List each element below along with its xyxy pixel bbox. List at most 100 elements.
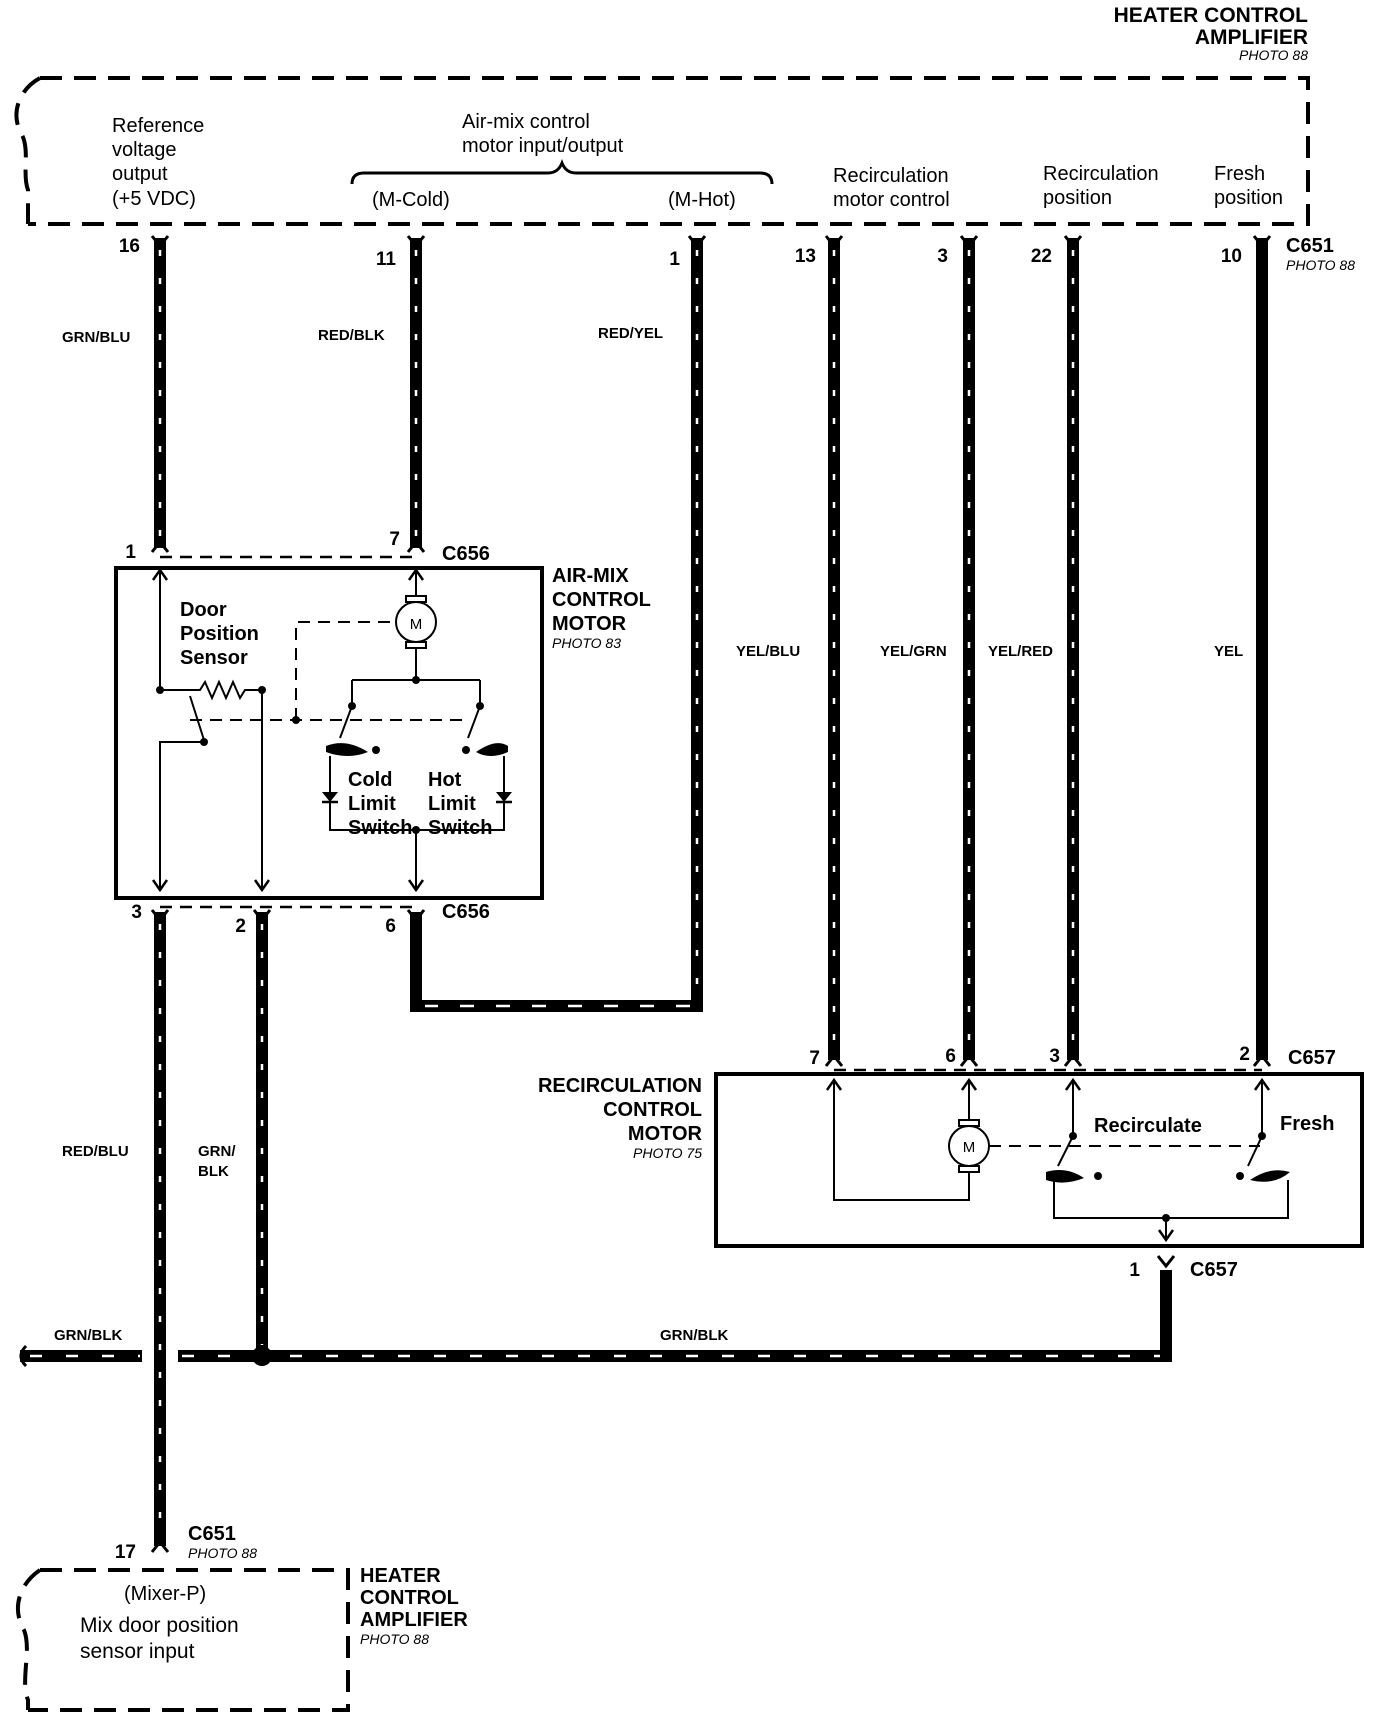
recirc-internal-circuit [825,1077,1290,1243]
c656-top-connector: C656 [442,543,490,565]
fresh-pos-line2: position [1214,187,1283,209]
mix-sensor-line2: sensor input [80,1640,195,1663]
c651-bottom-photo: PHOTO 88 [188,1545,257,1561]
yel-blu-label: YEL/BLU [736,643,800,660]
recirc-photo: PHOTO 75 [633,1145,702,1161]
m-cold-label: (M-Cold) [372,189,450,211]
c651-pin-3: 3 [937,246,948,267]
m-hot-label: (M-Hot) [668,189,736,211]
c651-top-connector: C651 [1286,235,1334,257]
door-sensor-line3: Sensor [180,647,248,669]
hot-switch-line1: Hot [428,769,462,791]
recirc-title-1: RECIRCULATION [538,1075,702,1097]
c656-pin-3: 3 [131,902,142,923]
cold-switch-line1: Cold [348,769,392,791]
recirc-title-3: MOTOR [628,1123,703,1145]
airmix-motor-box [114,566,544,900]
c651-pin-10: 10 [1221,246,1242,267]
hot-switch-line3: Switch [428,817,492,839]
grn-blk-vertical-line1: GRN/ [198,1143,236,1160]
recirc-pos-line2: position [1043,187,1112,209]
c657-pin-2: 2 [1239,1044,1250,1065]
wire-yel-grn [959,235,979,1067]
c657-top-connector: C657 [1288,1047,1336,1069]
recirc-motor-line2: motor control [833,189,950,211]
top-amp-title-1: HEATER CONTROL [1114,4,1309,27]
wire-red-blk-6 [406,909,426,1010]
c651-top-photo: PHOTO 88 [1286,257,1355,273]
c656-pin-7: 7 [389,529,400,550]
hot-switch-line2: Limit [428,793,476,815]
recirc-pos-line1: Recirculation [1043,163,1159,185]
c656-pin-1: 1 [125,542,136,563]
top-amp-photo: PHOTO 88 [1239,47,1308,63]
yel-label: YEL [1214,643,1243,660]
bottom-amp-photo: PHOTO 88 [360,1631,429,1647]
c657-pin-1: 1 [1129,1260,1140,1281]
c651-pin-11: 11 [376,249,397,270]
grn-blu-label: GRN/BLU [62,329,130,346]
top-amp-title-2: AMPLIFIER [1195,26,1308,49]
grn-blk-left-label: GRN/BLK [54,1327,122,1344]
wire-grn-blk-horizontal [19,1255,1176,1368]
ref-voltage-line3: output [112,163,168,185]
airmix-motor-symbol: M [410,616,423,633]
recirculate-label: Recirculate [1094,1115,1202,1137]
c656-bottom-connector: C656 [442,901,490,923]
red-yel-label: RED/YEL [598,325,663,342]
airmix-io-line2: motor input/output [462,135,624,157]
fresh-pos-line1: Fresh [1214,163,1265,185]
c651-pin-17: 17 [115,1542,136,1563]
wire-yel-red [1063,235,1083,1067]
c651-pin-13: 13 [795,246,816,267]
mixer-p-label: (Mixer-P) [124,1583,206,1605]
ref-voltage-line1: Reference [112,115,204,137]
c651-pin-16: 16 [119,236,140,257]
wire-grn-blu [150,235,170,553]
bottom-amp-title-3: AMPLIFIER [360,1609,468,1631]
red-blu-label: RED/BLU [62,1143,129,1160]
recirc-motor-box [714,1072,1364,1248]
c651-bottom-connector: C651 [188,1523,236,1545]
recirc-title-2: CONTROL [603,1099,702,1121]
mix-sensor-line1: Mix door position [80,1614,239,1637]
bottom-amp-title-2: CONTROL [360,1587,459,1609]
airmix-photo: PHOTO 83 [552,635,621,651]
yel-red-label: YEL/RED [988,643,1053,660]
cold-switch-line2: Limit [348,793,396,815]
airmix-title-1: AIR-MIX [552,565,629,587]
wire-red-blu [150,909,170,1553]
ref-voltage-line2: voltage [112,139,177,161]
wire-red-blk [406,235,426,553]
c657-pin-6: 6 [945,1046,956,1067]
bottom-amplifier-box [15,1568,350,1712]
wire-yel [1252,235,1272,1067]
wire-grn-blk-vertical [252,909,272,1356]
airmix-title-3: MOTOR [552,613,627,635]
fresh-label: Fresh [1280,1113,1334,1135]
yel-grn-label: YEL/GRN [880,643,947,660]
recirc-motor-line1: Recirculation [833,165,949,187]
bottom-amp-title-1: HEATER [360,1565,441,1587]
wire-yel-blu [824,235,844,1067]
door-sensor-line1: Door [180,599,227,621]
airmix-io-brace [350,158,774,185]
airmix-io-line1: Air-mix control [462,111,590,133]
top-amplifier-box [14,76,1310,226]
grn-blk-right-label: GRN/BLK [660,1327,728,1344]
c656-pin-2: 2 [235,916,246,937]
red-blk-label: RED/BLK [318,327,385,344]
c656-pin-6: 6 [385,916,396,937]
door-sensor-line2: Position [180,623,259,645]
airmix-title-2: CONTROL [552,589,651,611]
recirc-motor-symbol: M [963,1139,976,1156]
grn-blk-vertical-line2: BLK [198,1163,229,1180]
cold-switch-line3: Switch [348,817,412,839]
c657-pin-3: 3 [1049,1046,1060,1067]
c657-bottom-connector: C657 [1190,1259,1238,1281]
ref-voltage-line4: (+5 VDC) [112,188,196,210]
airmix-internal-circuit [151,567,512,893]
c651-pin-1: 1 [669,249,680,270]
c651-pin-22: 22 [1031,246,1052,267]
